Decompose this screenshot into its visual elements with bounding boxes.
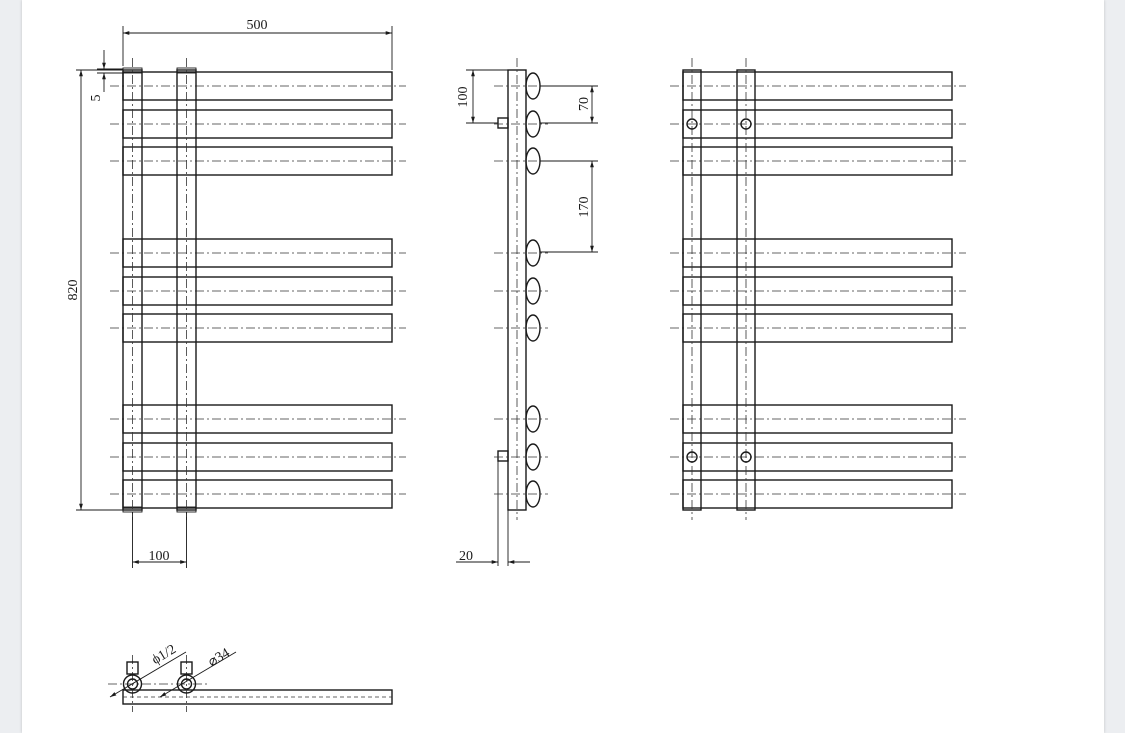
dim-spacing-100: 100 [149,549,170,564]
front-right-cap [176,67,197,74]
side-bottom-connector [497,450,509,462]
dim-offset-5: 5 [89,95,104,102]
rear-port-top-right [740,118,752,130]
side-top-connector [497,117,509,129]
front-bars [110,71,406,509]
dim-side-20: 20 [459,549,473,564]
dim-side-100: 100 [456,87,471,108]
front-dimensions: 500 5 820 100 [66,18,393,568]
dim-pipe-diameter: ⌀34 [206,646,233,670]
side-view [494,58,548,566]
dim-pipe-thread: ϕ1/2 [150,642,179,668]
top-left-fitting-inner [126,678,139,690]
side-bar-sections [494,72,548,508]
dim-height-820: 820 [66,280,81,301]
dim-side-70: 70 [577,97,592,111]
rear-port-bottom-left [686,451,698,463]
dim-side-170: 170 [577,197,592,218]
drawing-sheet [22,0,1104,733]
front-view [110,58,406,520]
dim-width-500: 500 [247,18,268,33]
rear-view [670,58,966,520]
top-view: ϕ1/2 ⌀34 [108,642,393,712]
rear-port-bottom-right [740,451,752,463]
top-left-valve-stem [126,661,139,675]
top-left-fitting [122,674,143,694]
top-right-valve-stem [180,661,193,675]
top-right-fitting [176,674,197,694]
rear-port-top-left [686,118,698,130]
front-left-cap [122,67,143,74]
rear-bars [670,71,966,509]
side-dimensions: 100 70 170 20 [456,69,598,564]
